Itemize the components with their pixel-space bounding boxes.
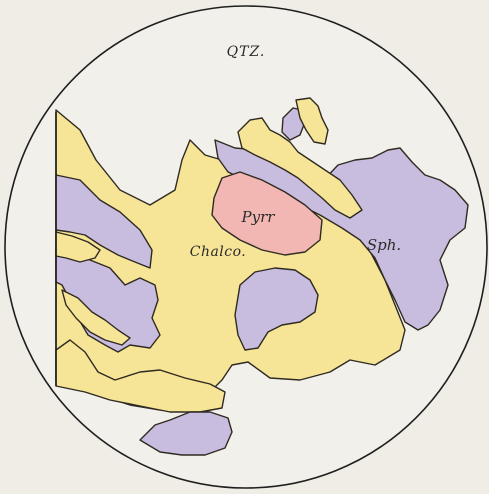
sphalerite-label: Sph.	[367, 236, 401, 254]
quartz-label: QTZ.	[227, 44, 266, 60]
pyrrhotite-label: Pyrr	[241, 208, 276, 226]
chalcopyrite-label: Chalco.	[190, 244, 247, 260]
